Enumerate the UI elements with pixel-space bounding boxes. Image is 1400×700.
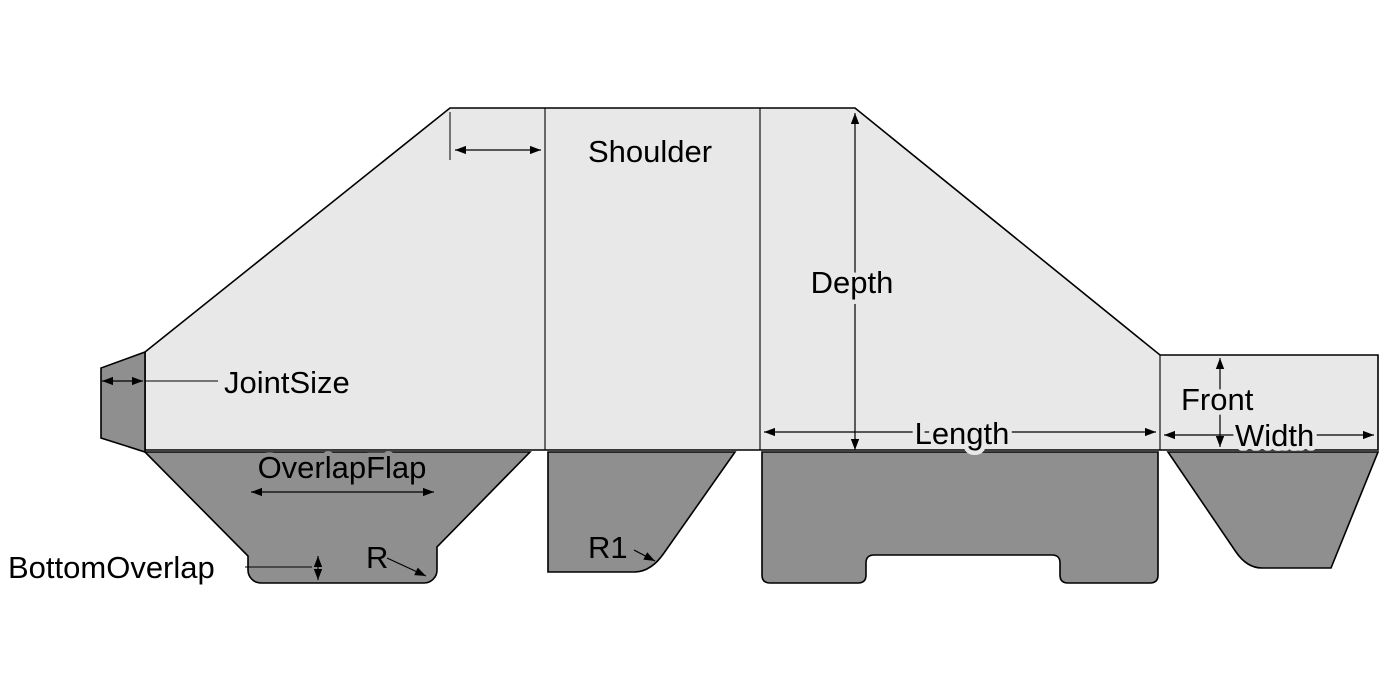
flap-middle [547,451,737,573]
length-label: Length [915,416,1010,451]
flap-right-dust [1166,451,1380,569]
r1-label: R1 [588,530,628,565]
depth-label: Depth [811,265,894,300]
bottomoverlap-label: BottomOverlap [8,550,215,585]
r-leader-arrow [386,557,427,577]
joint-tab [100,350,146,454]
shoulder-label: Shoulder [588,134,712,169]
flap-large-notched [761,451,1159,584]
front-label: Front [1181,382,1254,417]
flap-left-overlap [143,451,532,584]
jointsize-label: JointSize [224,365,350,400]
r-label: R [366,540,388,575]
dimension-annotations: Shoulder Depth JointSize Length Front Wi… [8,112,1374,585]
r1-leader-arrow [633,549,656,562]
width-label: Width [1235,418,1314,453]
overlapflap-label: OverlapFlap [258,450,427,485]
